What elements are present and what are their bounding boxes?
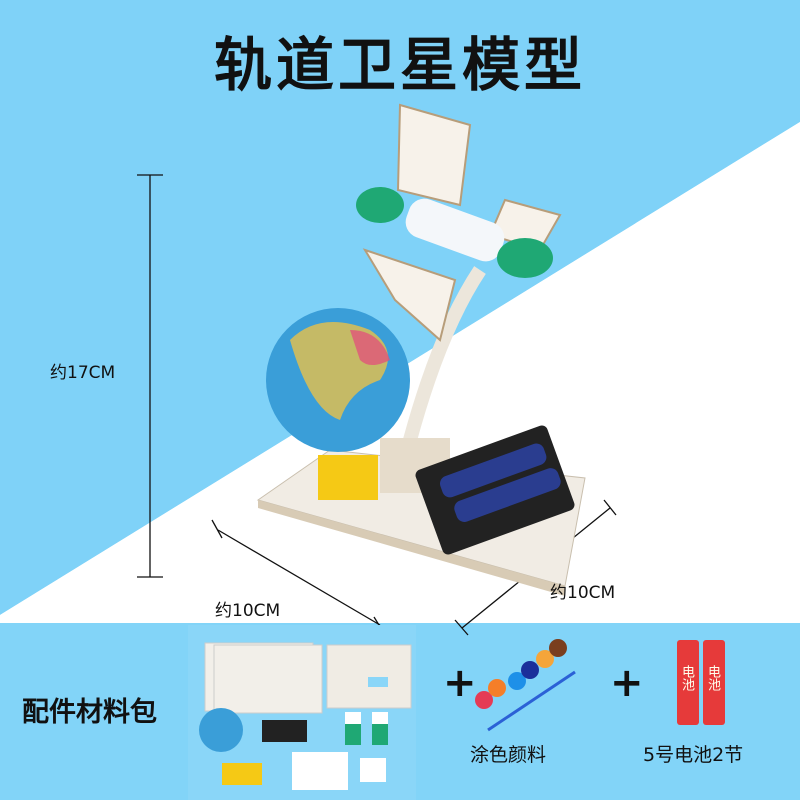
background-blue-area	[0, 0, 800, 615]
battery-caption: 5号电池2节	[643, 744, 744, 766]
motor	[318, 455, 378, 500]
green-cap-left	[356, 187, 404, 223]
paint-caption: 涂色颜料	[470, 744, 547, 766]
plus-sign: +	[610, 660, 644, 706]
green-cap-right	[497, 238, 553, 278]
width-right-dimension-label: 约10CM	[550, 583, 616, 603]
batteries-photo	[677, 640, 725, 725]
paint-set-photo	[475, 639, 576, 732]
satellite-model	[256, 103, 586, 596]
height-dimension-label: 约17CM	[50, 363, 116, 383]
battery-label: 电池	[679, 665, 694, 691]
accessory-pack-label: 配件材料包	[22, 697, 157, 728]
width-left-dimension-label: 约10CM	[215, 601, 281, 621]
battery-label: 电池	[705, 665, 720, 691]
accessory-parts-photo	[188, 625, 416, 800]
plus-sign: +	[443, 660, 477, 706]
page-title: 轨道卫星模型	[213, 31, 586, 99]
